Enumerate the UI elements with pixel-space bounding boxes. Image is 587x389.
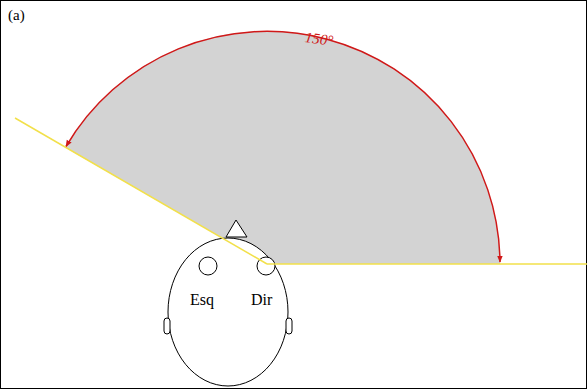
field-boundary-line — [267, 263, 587, 265]
right-ear — [286, 318, 292, 334]
panel-letter: (a) — [8, 8, 25, 23]
eye-label: Dir — [251, 292, 272, 308]
left-ear — [164, 318, 170, 334]
head-outline — [168, 238, 288, 386]
left-eye — [199, 257, 217, 275]
field-sector — [65, 31, 500, 264]
angle-arc — [66, 31, 500, 262]
field-boundary-line — [15, 118, 267, 264]
eye-label: Esq — [190, 292, 214, 308]
nose-triangle — [226, 220, 247, 237]
